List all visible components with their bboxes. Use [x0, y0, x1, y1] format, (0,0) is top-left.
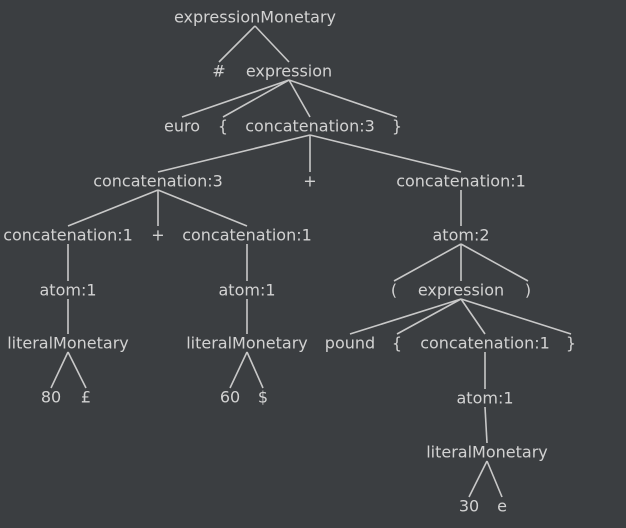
tree-edge	[484, 406, 488, 444]
node-concatenation-1: concatenation:1	[182, 226, 312, 245]
tree-edge	[218, 25, 256, 63]
node-plus: +	[151, 226, 164, 245]
node-30: 30	[459, 497, 479, 516]
node-euro: euro	[164, 117, 200, 136]
tree-edge	[486, 460, 503, 498]
tree-edge	[229, 351, 248, 389]
node-concatenation-3: concatenation:3	[93, 172, 223, 191]
tree-edge	[181, 79, 290, 118]
node-concatenation-1: concatenation:1	[396, 172, 526, 191]
tree-edge	[288, 79, 398, 118]
node-hash: #	[212, 62, 225, 81]
node-e: e	[497, 497, 507, 516]
node-atom-1: atom:1	[39, 281, 96, 300]
tree-edge	[396, 298, 462, 335]
tree-edge	[460, 298, 572, 335]
tree-edge	[67, 189, 159, 227]
tree-nodes: expressionMonetary # expression euro { concat…	[3, 8, 576, 516]
node-open-brace: {	[392, 334, 402, 353]
node-close-paren: )	[525, 281, 531, 300]
node-close-brace: }	[392, 117, 402, 136]
tree-edge	[460, 298, 486, 335]
tree-edge	[50, 351, 69, 389]
tree-edge	[254, 25, 290, 63]
node-expression: expression	[418, 281, 504, 300]
node-pound: pound	[325, 334, 375, 353]
node-literalmonetary: literalMonetary	[186, 334, 308, 353]
tree-edge	[246, 351, 264, 389]
tree-edge	[288, 79, 311, 118]
tree-edge	[157, 189, 248, 227]
node-atom-1: atom:1	[218, 281, 275, 300]
tree-edge	[67, 351, 87, 389]
node-60: 60	[220, 388, 240, 407]
node-atom-2: atom:2	[432, 226, 489, 245]
tree-edge	[349, 298, 462, 335]
node-concatenation-1: concatenation:1	[3, 226, 133, 245]
node-literalmonetary: literalMonetary	[7, 334, 129, 353]
node-dollar-sign: $	[258, 388, 268, 407]
tree-edges	[50, 25, 572, 498]
tree-edge	[393, 243, 462, 282]
node-concatenation-1: concatenation:1	[420, 334, 550, 353]
tree-edge	[460, 243, 529, 282]
node-plus: +	[303, 172, 316, 191]
tree-edge	[222, 79, 290, 118]
tree-edge	[157, 134, 311, 173]
node-open-paren: (	[391, 281, 397, 300]
tree-edge	[468, 460, 488, 498]
node-expression: expression	[246, 62, 332, 81]
node-atom-1: atom:1	[456, 389, 513, 408]
node-open-brace: {	[218, 117, 228, 136]
node-pound-sign: £	[81, 388, 91, 407]
node-expressionmonetary: expressionMonetary	[174, 8, 336, 27]
tree-edge	[309, 134, 462, 173]
node-concatenation-3: concatenation:3	[245, 117, 375, 136]
node-literalmonetary: literalMonetary	[426, 443, 548, 462]
node-80: 80	[41, 388, 61, 407]
node-close-brace: }	[566, 334, 576, 353]
